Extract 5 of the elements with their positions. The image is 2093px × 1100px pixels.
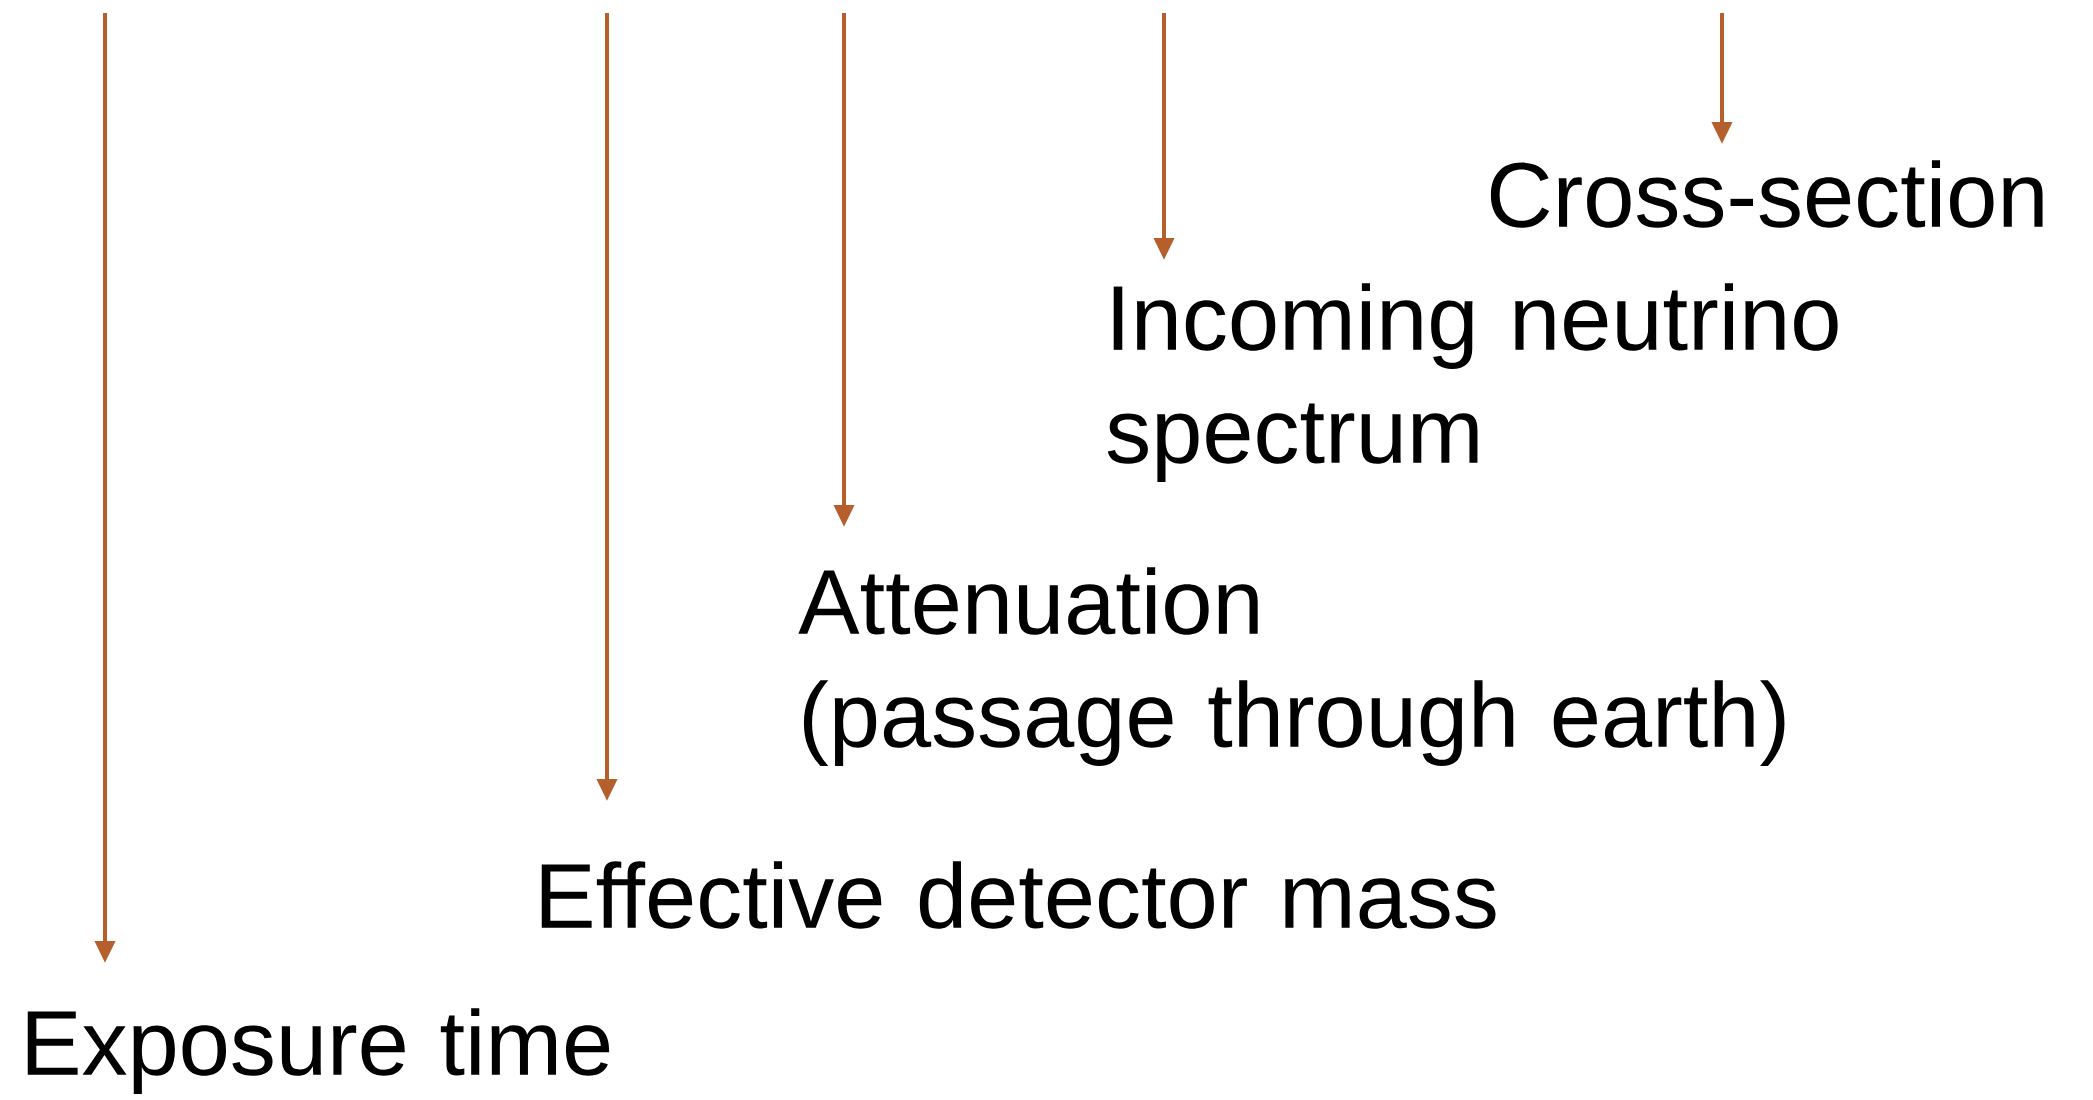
- label-text: Attenuation (passage through earth): [798, 567, 1785, 766]
- label-text: Incoming neutrino spectrum: [1107, 283, 1838, 482]
- label-text: Exposure time: [27, 1008, 610, 1094]
- label-text: Cross-section: [1490, 160, 2043, 228]
- label-text: Effective detector mass: [541, 861, 1496, 929]
